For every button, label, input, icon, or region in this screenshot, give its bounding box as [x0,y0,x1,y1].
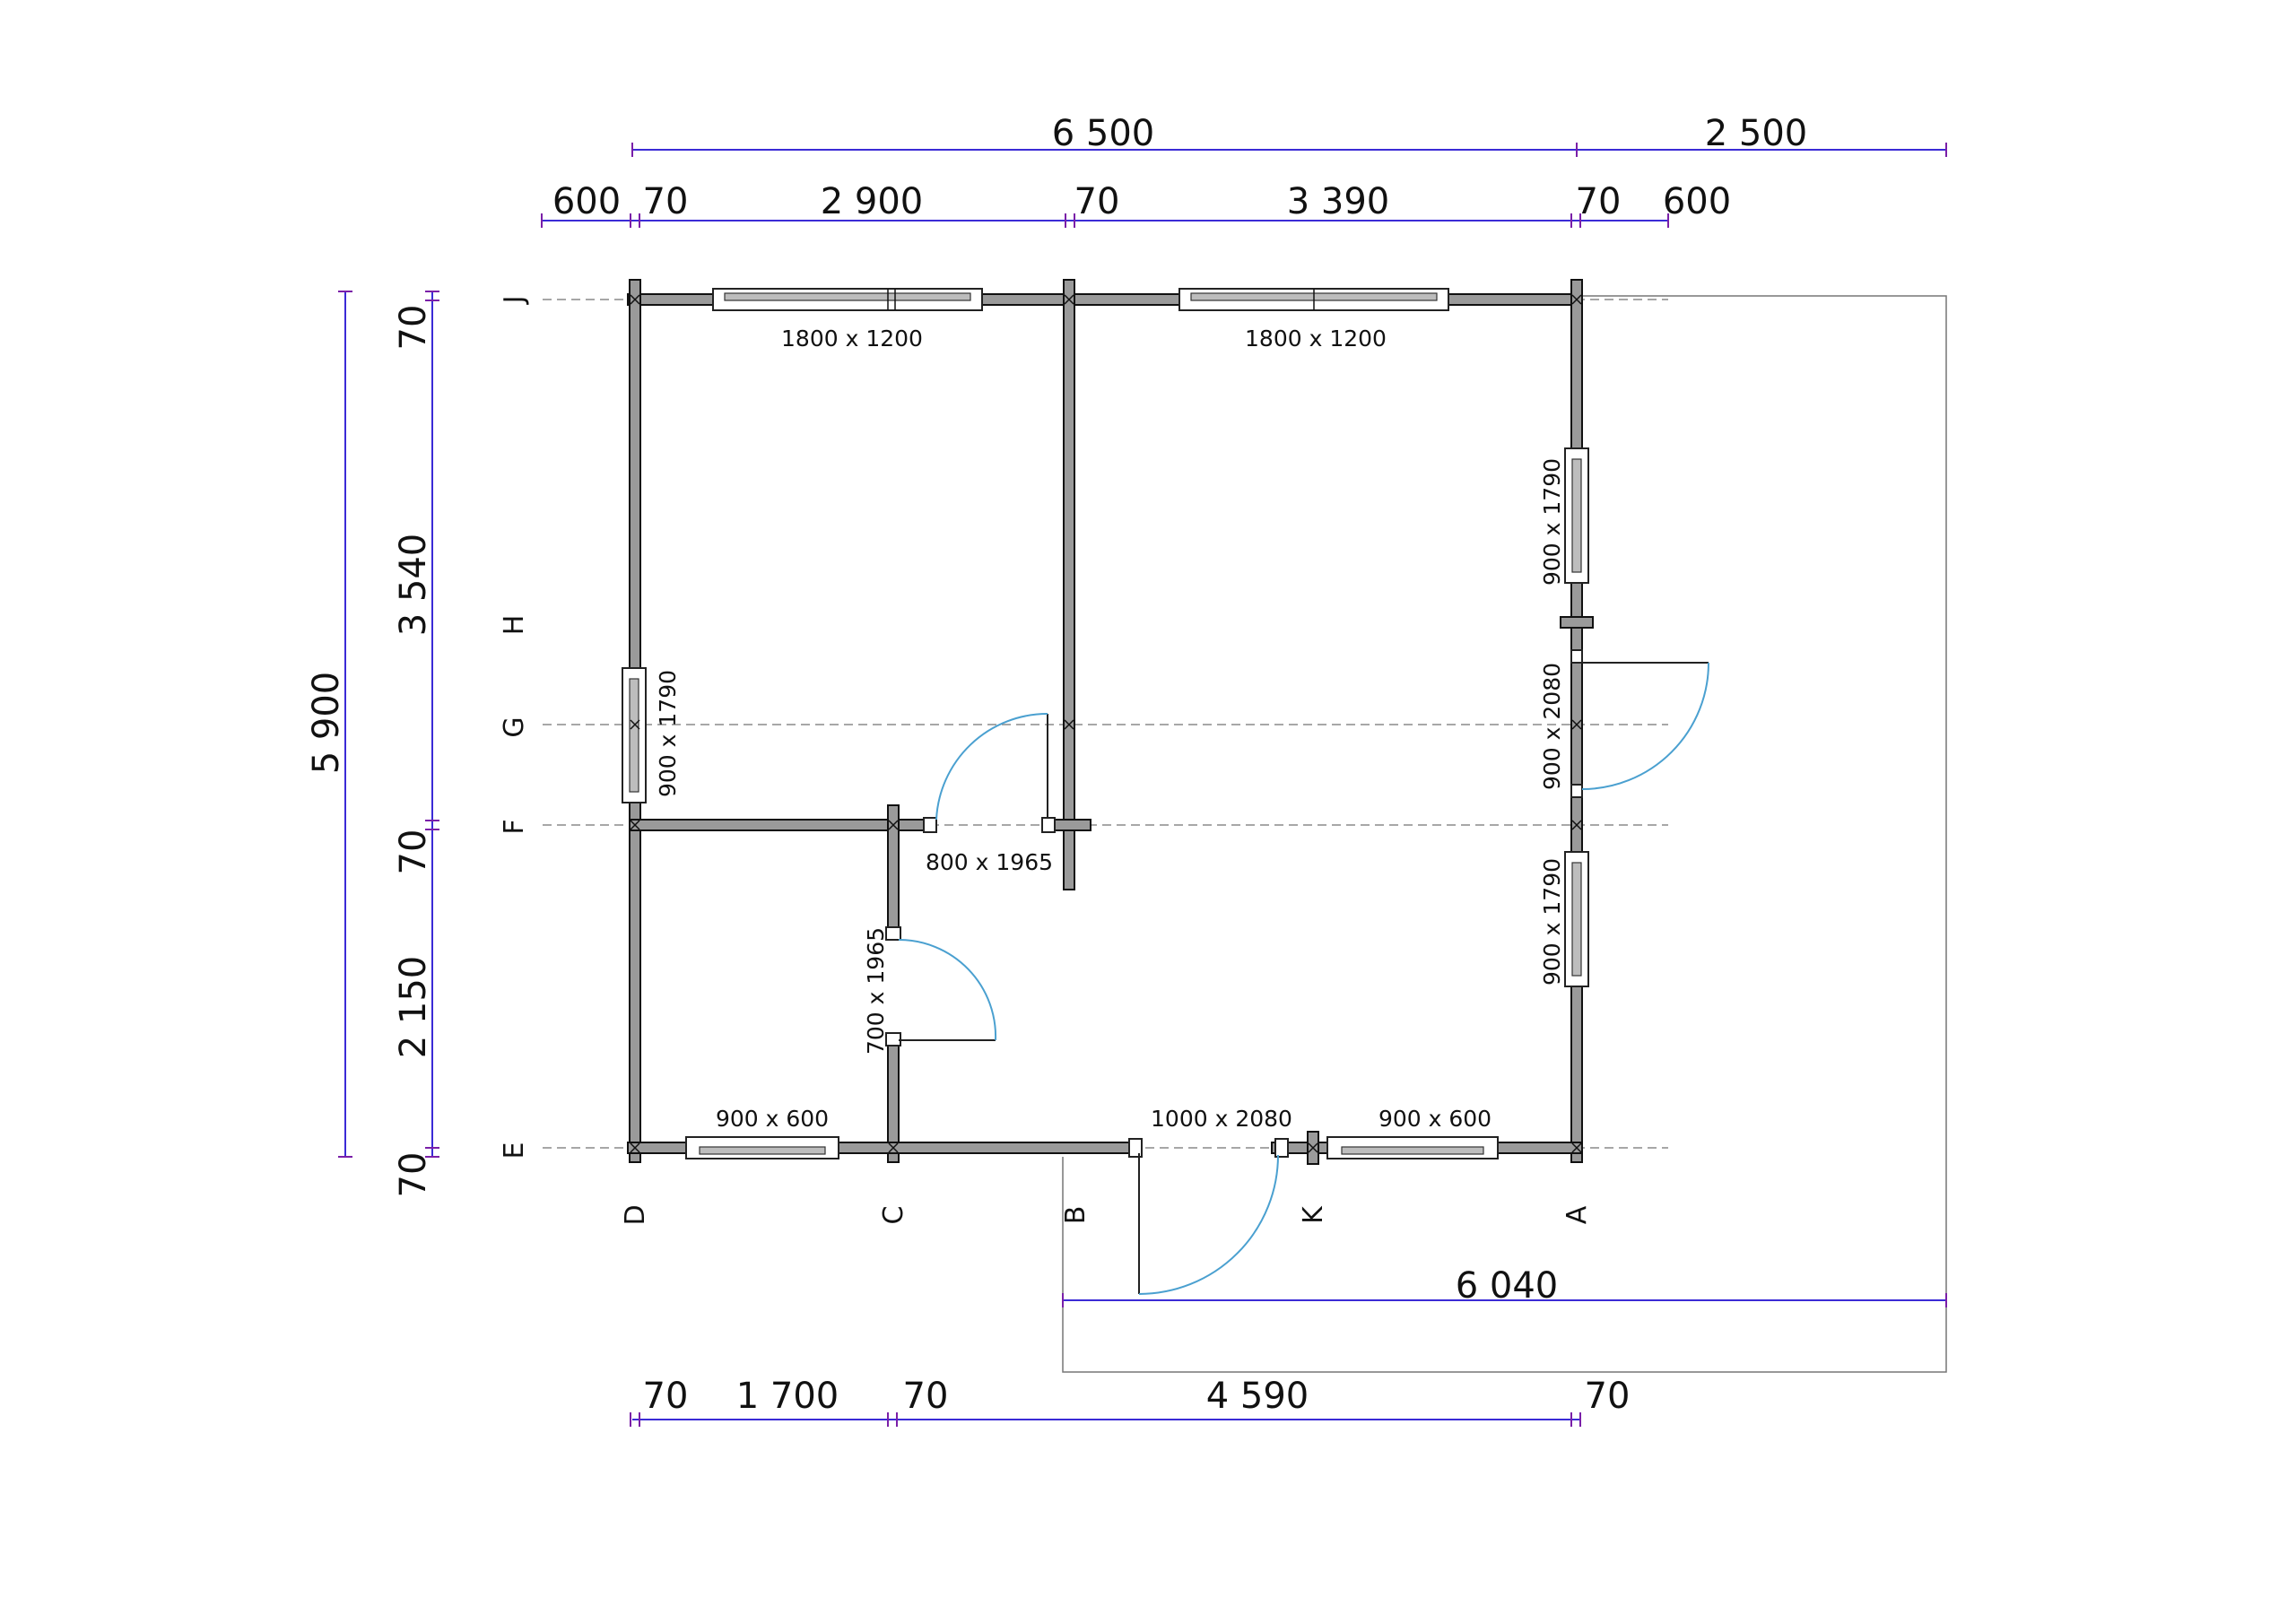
window-right-upper [1564,447,1589,584]
dim-left-detail-5: 70 [393,1152,434,1198]
grid-row-e: E [499,1142,530,1159]
dim-top-detail-1: 600 [552,181,621,222]
label-door-right: 900 x 2080 [1539,663,1565,790]
dim-top-detail-5: 3 390 [1287,181,1390,222]
label-window-right-upper: 900 x 1790 [1539,458,1565,586]
grid-col-a: A [1561,1205,1593,1224]
label-door-interior-f: 800 x 1965 [926,849,1053,875]
dim-bottom-detail-3: 70 [903,1376,949,1417]
dim-top-detail-3: 2 900 [821,181,924,222]
window-bottom-left [685,1136,839,1159]
dim-left-overall: 5 900 [306,672,347,775]
dim-bottom-detail-2: 1 700 [736,1376,839,1417]
door-entrance [1128,1138,1289,1295]
dim-left-detail-1: 70 [393,305,434,351]
window-bottom-right [1326,1136,1499,1159]
dim-terrace: 6 040 [1456,1265,1559,1307]
grid-intersections [630,294,1582,1153]
dim-left-detail-2: 3 540 [393,534,434,637]
dim-bottom-detail-4: 4 590 [1206,1376,1309,1417]
opening-labels: 1800 x 1200 1800 x 1200 900 x 1790 900 x… [655,326,1565,1132]
dim-top-overall-2: 2 500 [1705,113,1808,154]
grid-lines [543,299,1668,1149]
dim-left-detail-3: 70 [393,829,434,875]
door-right [1570,649,1709,798]
door-interior-f [923,712,1056,833]
grid-col-c: C [878,1206,909,1225]
label-door-interior-c: 700 x 1965 [863,927,889,1055]
wall-interior-vertical [1063,279,1075,890]
doors [885,649,1709,1295]
grid-labels: J H G F E D C B K A [499,296,1593,1226]
dim-bottom-detail-5: 70 [1585,1376,1631,1417]
terrace-outline [1062,295,1947,1373]
label-door-entrance: 1000 x 2080 [1151,1106,1292,1132]
dim-left-detail-4: 2 150 [393,956,434,1059]
label-window-top-left: 1800 x 1200 [781,326,923,352]
window-left [622,667,647,803]
window-top-left [712,288,983,311]
dim-bottom-detail-1: 70 [643,1376,689,1417]
label-window-right-lower: 900 x 1790 [1539,858,1565,986]
grid-row-j: J [499,296,530,306]
dimension-lines [338,143,1947,1427]
window-right-lower [1564,851,1589,987]
label-window-left: 900 x 1790 [655,670,681,797]
dim-top-detail-4: 70 [1074,181,1120,222]
wall-f [629,819,932,831]
grid-col-k: K [1298,1205,1329,1224]
walls [627,279,1594,1165]
grid-row-g: G [499,716,530,737]
dim-top-detail-2: 70 [643,181,689,222]
grid-col-d: D [620,1204,651,1225]
label-window-bottom-left: 900 x 600 [716,1106,829,1132]
window-top-right [1178,288,1449,311]
dim-top-detail-7: 600 [1663,181,1731,222]
grid-row-f: F [499,819,530,834]
label-window-top-right: 1800 x 1200 [1245,326,1387,352]
wall-a-post [1560,616,1594,629]
grid-row-h: H [499,615,530,636]
dim-top-detail-6: 70 [1576,181,1622,222]
label-window-bottom-right: 900 x 600 [1378,1106,1492,1132]
dimension-texts: 6 500 2 500 600 70 2 900 70 3 390 70 600… [306,113,1807,1417]
dim-top-overall-1: 6 500 [1052,113,1155,154]
windows [622,288,1589,1159]
door-interior-c [885,926,997,1046]
grid-col-b: B [1060,1206,1091,1225]
